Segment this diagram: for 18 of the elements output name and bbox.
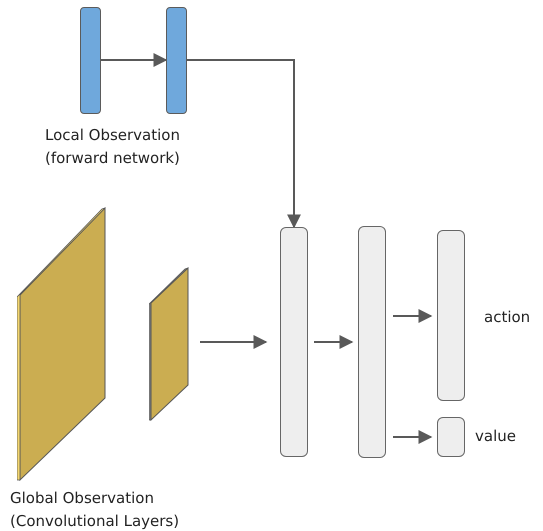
output-label: value <box>475 427 516 445</box>
layer-bar <box>280 227 308 457</box>
caption: Local Observation (forward network) <box>45 125 181 169</box>
arrow <box>187 59 301 228</box>
arrow <box>393 309 432 323</box>
arrow <box>200 335 268 349</box>
layer-bar <box>80 7 101 114</box>
layer-bar <box>358 226 386 458</box>
layer-bar <box>437 230 465 401</box>
caption: Global Observation (Convolutional Layers) <box>10 488 180 531</box>
arrow <box>101 53 168 67</box>
feature-map-plane <box>17 207 107 482</box>
output-box <box>437 417 465 457</box>
arrow <box>314 335 354 349</box>
feature-map-plane <box>149 267 190 422</box>
layer-bar <box>166 7 187 114</box>
output-label: action <box>484 308 530 326</box>
arrow <box>393 430 432 444</box>
